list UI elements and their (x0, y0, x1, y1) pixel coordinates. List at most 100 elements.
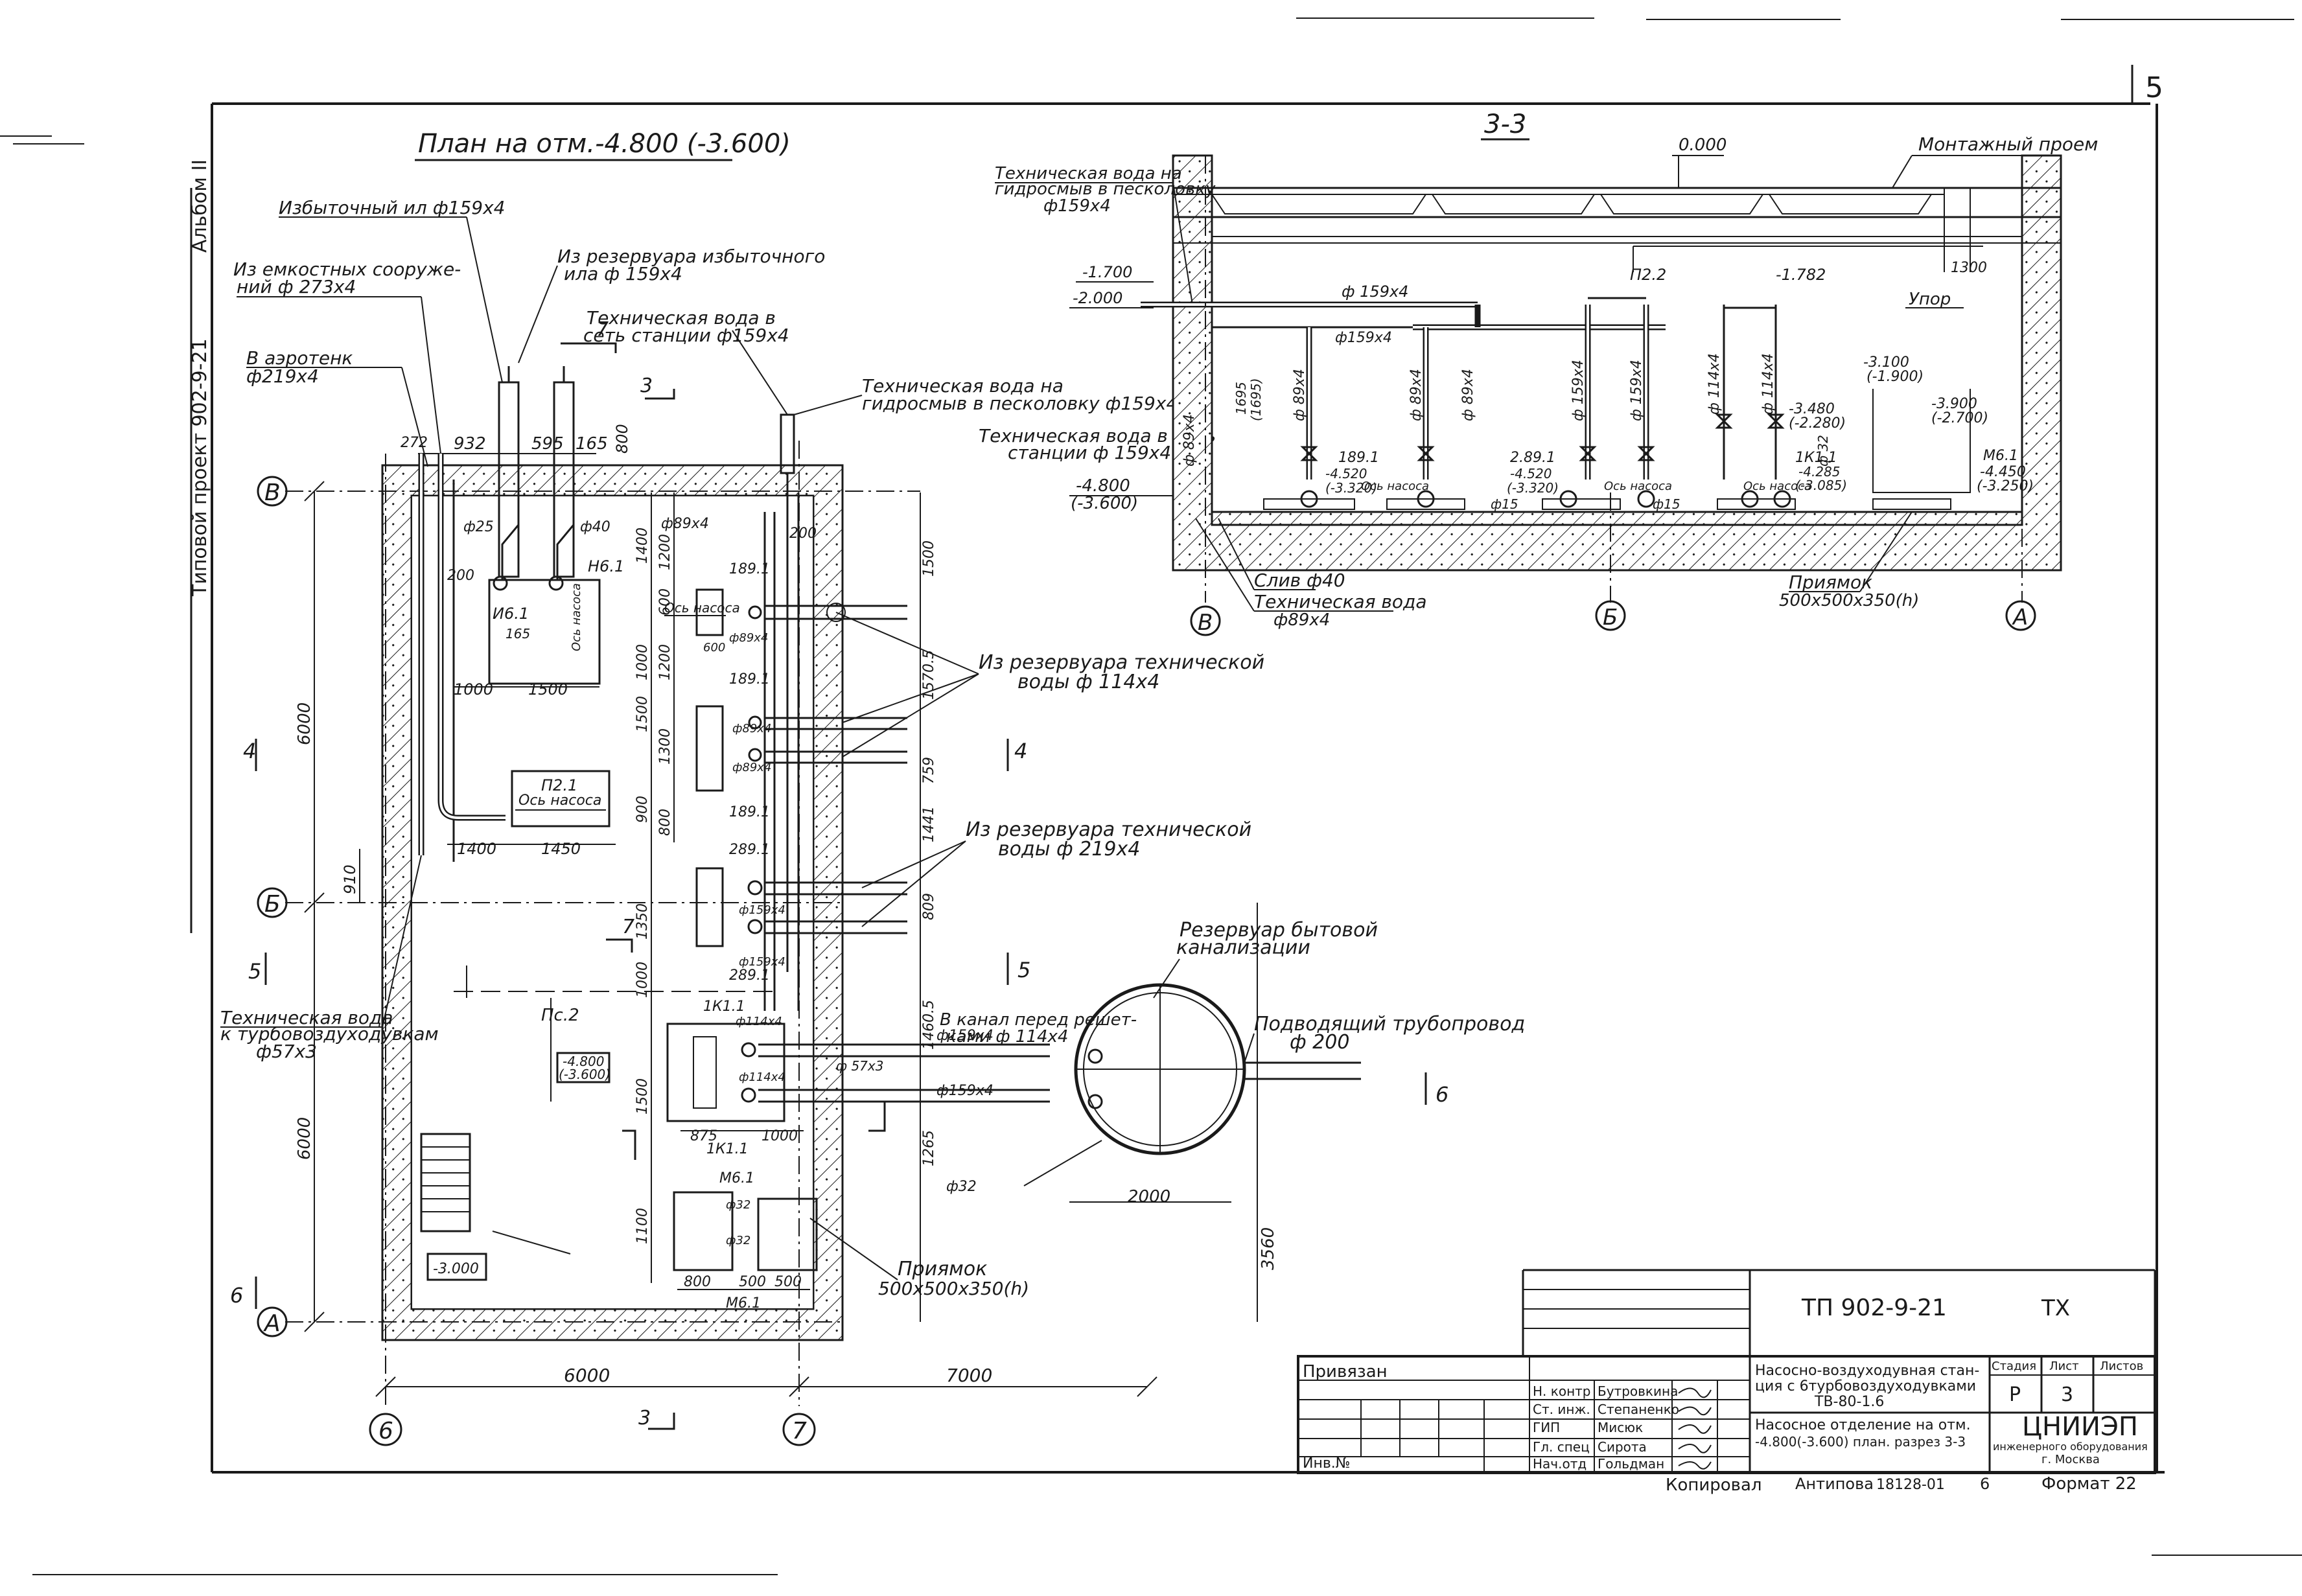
desc-line-4: Насосное отделение на отм. (1755, 1417, 1971, 1433)
dim-6000-horizontal: 6000 (564, 1365, 610, 1386)
sec-pipe-159-top: ф 159x4 (1342, 283, 1408, 301)
sec-label-pit: Приямок (1789, 572, 1872, 593)
label-to-aerotank: В аэротенк (246, 347, 353, 369)
svg-text:500: 500 (739, 1274, 766, 1290)
svg-text:4: 4 (1014, 739, 1027, 763)
svg-text:6: 6 (378, 1418, 393, 1444)
svg-text:1000: 1000 (634, 644, 651, 680)
section-riser-labels: ф 89x4 ф 89x4 ф 89x4 ф 159x4 ф 159x4 ф 1… (1181, 353, 1776, 467)
label-from-reservoir-excess: Из резервуара избыточного (557, 246, 825, 267)
svg-text:Степаненко: Степаненко (1598, 1402, 1679, 1417)
svg-text:1441: 1441 (921, 806, 937, 842)
svg-text:ф89x4: ф89x4 (732, 761, 771, 774)
svg-text:6: 6 (230, 1283, 243, 1308)
inv-label: Инв.№ (1303, 1455, 1351, 1472)
dim-910: 910 (341, 864, 359, 894)
elev-2000: -2.000 (1073, 289, 1122, 307)
svg-text:ф 89x4: ф 89x4 (1408, 369, 1424, 421)
svg-text:станции ф 159x4: станции ф 159x4 (1008, 442, 1171, 463)
svg-text:-4.285: -4.285 (1798, 464, 1840, 480)
svg-text:М6.1: М6.1 (1983, 448, 2018, 464)
axis-bubble-6: 6 (369, 1413, 402, 1446)
svg-text:сеть станции ф159x4: сеть станции ф159x4 (583, 325, 789, 346)
svg-text:ф89x4: ф89x4 (729, 631, 768, 645)
svg-text:1570.5: 1570.5 (921, 650, 937, 700)
dim-6000-upper: 6000 (295, 702, 314, 745)
svg-text:Нач.отд: Нач.отд (1533, 1456, 1587, 1472)
svg-text:ф159x4: ф159x4 (936, 1028, 994, 1044)
svg-text:Бутровкина: Бутровкина (1598, 1383, 1678, 1399)
section-pump-notes: 189.1 -4.520 (-3.320) Ось насоса 2.89.1 … (1325, 435, 1847, 512)
dim-932: 932 (454, 434, 486, 454)
axis-bubble-a: А (257, 1306, 288, 1337)
axis-bubble-b: Б (257, 887, 288, 918)
sheet-frame: 5 Альбом II Типовой проект 902-9-21 (0, 17, 2302, 1575)
svg-text:2.89.1: 2.89.1 (1510, 450, 1555, 466)
dim-1500-a: 1500 (528, 680, 568, 699)
sewage-reservoir: 2000 ф32 (946, 983, 1361, 1207)
axis-bubble-7: 7 (782, 1413, 816, 1446)
dim-1000-a: 1000 (454, 680, 493, 699)
svg-text:ф159x4: ф159x4 (1043, 196, 1111, 216)
svg-text:1К1.1: 1К1.1 (706, 1141, 749, 1157)
inner-vertical-dims: 1400 1000 1500 900 1350 1000 1500 1100 1… (634, 492, 675, 1283)
svg-text:к турбовоздуходувкам: к турбовоздуходувкам (220, 1023, 439, 1045)
org-subtitle: инженерного оборудования (1993, 1440, 2148, 1453)
dim-7000: 7000 (946, 1365, 992, 1386)
svg-text:(-3.320): (-3.320) (1507, 480, 1559, 496)
roles-list: Н. контр Бутровкина Ст. инж. Степаненко … (1533, 1383, 1712, 1472)
svg-text:(-1.900): (-1.900) (1866, 369, 1924, 385)
sec-tag-p22: П2.2 (1630, 266, 1666, 284)
svg-text:1000: 1000 (762, 1128, 798, 1144)
album-label: Альбом II (189, 159, 211, 253)
svg-text:1460.5: 1460.5 (921, 1000, 937, 1050)
dim-800: 800 (613, 424, 631, 454)
svg-text:канализации: канализации (1176, 936, 1310, 959)
svg-text:289.1: 289.1 (729, 967, 770, 984)
svg-text:600: 600 (703, 641, 725, 654)
label-to-channel: В канал перед решет- (940, 1010, 1137, 1030)
label-pit: Приямок (898, 1258, 987, 1280)
svg-text:1500: 1500 (921, 540, 937, 577)
svg-text:Гл. спец: Гл. спец (1533, 1439, 1590, 1455)
svg-text:ф159x4: ф159x4 (739, 903, 785, 917)
label-from-res-219: Из резервуара технической (966, 818, 1251, 841)
svg-text:(-3.320): (-3.320) (1325, 480, 1377, 496)
svg-text:Гольдман: Гольдман (1598, 1456, 1664, 1472)
svg-text:А: А (263, 1310, 281, 1337)
svg-text:1400: 1400 (634, 527, 651, 564)
bound-label: Привязан (1303, 1362, 1388, 1382)
svg-text:600: 600 (657, 588, 673, 616)
svg-text:Б: Б (264, 891, 281, 918)
svg-text:2000: 2000 (1128, 1187, 1170, 1207)
roof-panels (1173, 194, 1944, 214)
svg-text:ф32: ф32 (726, 1198, 750, 1212)
svg-text:189.1: 189.1 (729, 561, 770, 577)
pump-axis-label: Ось насоса (518, 792, 601, 809)
svg-text:759: 759 (921, 757, 937, 784)
unit-tag-p21: П2.1 (541, 776, 577, 794)
label-tech-water-network: Техническая вода в (587, 307, 776, 329)
org-name: ЦНИИЭП (2022, 1412, 2138, 1442)
svg-text:1695: 1695 (1233, 382, 1249, 415)
svg-text:-3.900: -3.900 (1931, 396, 1977, 412)
plan-title: План на отм.-4.800 (-3.600) (418, 129, 791, 159)
svg-text:ф15: ф15 (1491, 496, 1518, 512)
section-pit-elevations: -3.100 (-1.900) -3.480 (-2.280) -3.900 (… (1789, 354, 2034, 494)
label-tech-water-blowers: Техническая вода (220, 1007, 393, 1028)
stop-label: Упор (1909, 290, 1951, 309)
svg-text:М6.1: М6.1 (726, 1295, 761, 1312)
svg-text:ками ф 114x4: ками ф 114x4 (946, 1027, 1068, 1047)
sheet-value: 3 (2061, 1383, 2073, 1406)
svg-text:1265: 1265 (921, 1130, 937, 1166)
svg-text:А: А (2012, 605, 2028, 630)
svg-text:1200: 1200 (657, 534, 673, 570)
pit-plan: М6.1 ф32 ф32 800 500 500 М6.1 (673, 1170, 818, 1312)
dim-200-a: 200 (447, 568, 474, 584)
svg-text:ф 114x4: ф 114x4 (1760, 353, 1776, 415)
svg-text:1500: 1500 (634, 1078, 651, 1115)
copied-label: Копировал (1666, 1475, 1762, 1495)
callouts-plan: Избыточный ил ф159x4 Из резервуара избыт… (220, 197, 1525, 1299)
svg-text:ф 200: ф 200 (1290, 1031, 1349, 1054)
svg-text:В: В (264, 480, 281, 506)
